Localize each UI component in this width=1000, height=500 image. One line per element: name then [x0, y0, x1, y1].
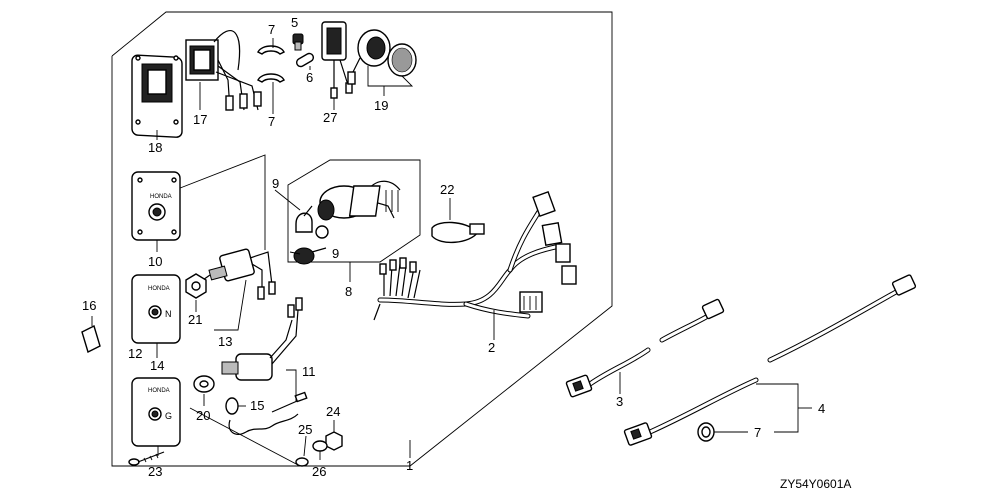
- callout-7-mid: 7: [268, 114, 275, 129]
- callout-7-harness: 7: [754, 425, 761, 440]
- callout-14: 14: [150, 358, 164, 373]
- plate-12-letter: G: [165, 411, 172, 421]
- callout-16: 16: [82, 298, 96, 313]
- callout-1: 1: [406, 458, 413, 473]
- callout-15: 15: [250, 398, 264, 413]
- callout-9-upper: 9: [272, 176, 279, 191]
- plate-18: [131, 54, 183, 138]
- plate-12: G HONDA: [131, 377, 181, 447]
- nut-24: [325, 431, 343, 451]
- bracket-27: [321, 21, 353, 99]
- callout-17: 17: [193, 112, 207, 127]
- harness-3: [565, 298, 725, 398]
- callout-25: 25: [298, 422, 312, 437]
- callout-9-lower: 9: [332, 246, 339, 261]
- switch-17: [185, 30, 262, 111]
- callout-7-top: 7: [268, 22, 275, 37]
- plate-10-brand: HONDA: [150, 194, 172, 200]
- callout-3: 3: [616, 394, 623, 409]
- ignition-switch-9: [317, 180, 401, 221]
- harness-2: [373, 190, 577, 321]
- clip-7-lower: [257, 73, 285, 83]
- switch-kit-frame: [287, 159, 421, 263]
- callouts: 5 7 6 7 27 19 17 18 22 9 9 10 8 2 21 13 …: [82, 15, 825, 479]
- callout-19: 19: [374, 98, 388, 113]
- sleeve-6: [295, 52, 315, 68]
- harness-4: [623, 274, 917, 446]
- plate-14-brand: HONDA: [148, 286, 170, 292]
- strap-22: [431, 221, 485, 243]
- kit-frame: [111, 11, 613, 467]
- callout-10: 10: [148, 254, 162, 269]
- plate-12-brand: HONDA: [148, 388, 170, 394]
- lanyard-15: [225, 391, 308, 435]
- callout-2: 2: [488, 340, 495, 355]
- nut-20: [193, 375, 215, 393]
- callout-11: 11: [302, 364, 316, 379]
- callout-6: 6: [306, 70, 313, 85]
- screw-23: [128, 451, 165, 466]
- plate-10: HONDA: [131, 171, 181, 241]
- callout-21: 21: [188, 312, 202, 327]
- callout-12: 12: [128, 346, 142, 361]
- callout-23: 23: [148, 464, 162, 479]
- clip-7-upper: [257, 45, 285, 55]
- clip-7-harness: [697, 422, 715, 442]
- callout-26: 26: [312, 464, 326, 479]
- switch-13: [199, 248, 276, 300]
- callout-20: 20: [196, 408, 210, 423]
- plate-14: N HONDA: [131, 274, 181, 344]
- callout-22: 22: [440, 182, 454, 197]
- callout-27: 27: [323, 110, 337, 125]
- washer-26: [312, 440, 328, 452]
- callout-8: 8: [345, 284, 352, 299]
- callout-18: 18: [148, 140, 162, 155]
- callout-4: 4: [818, 401, 825, 416]
- callout-5: 5: [291, 15, 298, 30]
- bolt-5: [292, 33, 304, 51]
- drawing-code: ZY54Y0601A: [780, 477, 851, 491]
- nut-21: [185, 273, 207, 299]
- clip-16: [81, 325, 101, 353]
- nut-9: [315, 225, 329, 239]
- leader-lines: [91, 38, 812, 460]
- callout-13: 13: [218, 334, 232, 349]
- key-9-lower: [293, 247, 327, 265]
- washer-25: [295, 457, 309, 467]
- callout-24: 24: [326, 404, 340, 419]
- switch-11: [221, 297, 303, 381]
- key-9-upper: [295, 205, 313, 233]
- buzzer-19: [347, 29, 417, 85]
- plate-14-letter: N: [165, 309, 172, 319]
